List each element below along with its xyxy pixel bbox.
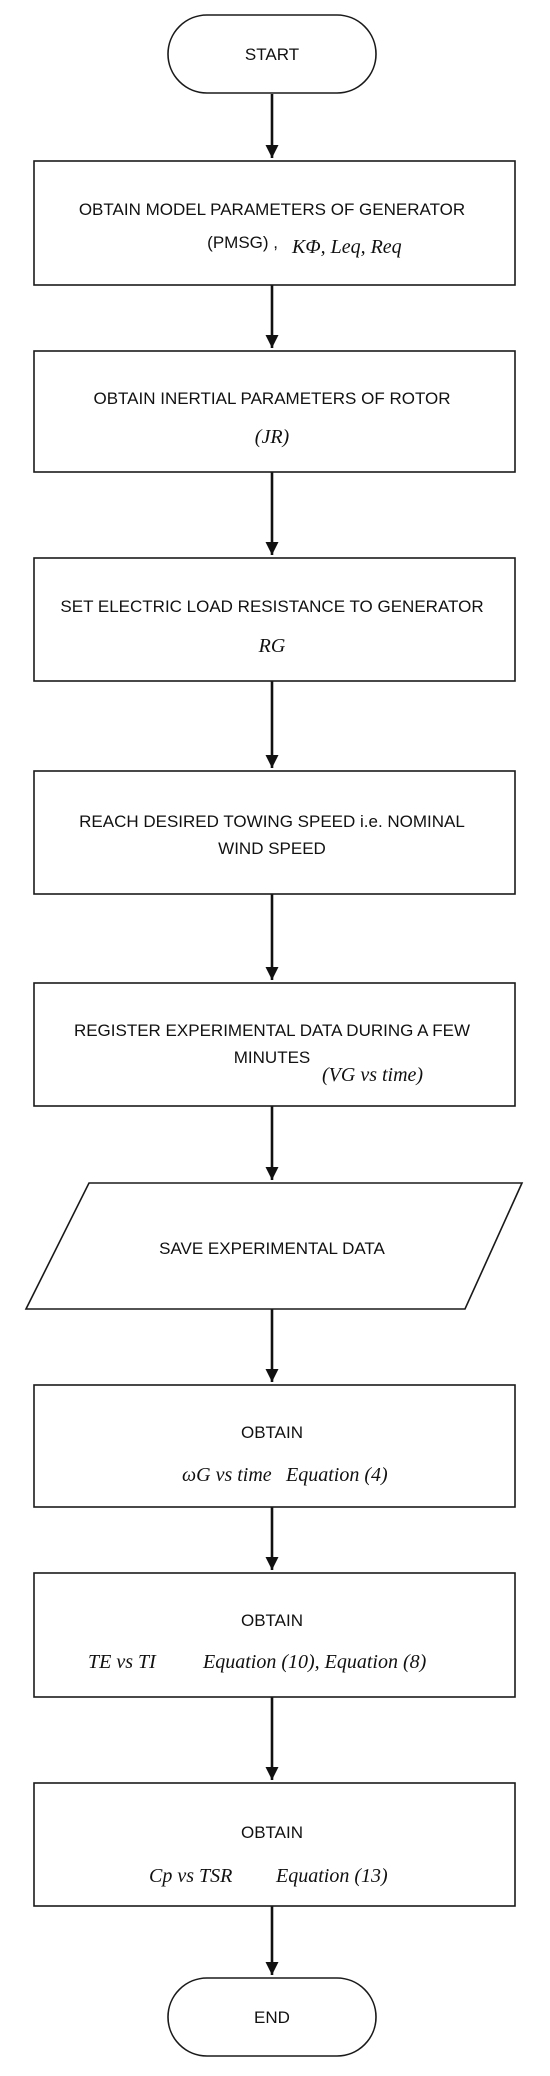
step3-box (33, 557, 516, 682)
step7-math: ωG vs time (182, 1464, 272, 1486)
step9-math: Cp vs TSR (149, 1865, 232, 1887)
step-register-experimental-data: REGISTER EXPERIMENTAL DATA DURING A FEW … (33, 982, 516, 1107)
step3-text-line1: SET ELECTRIC LOAD RESISTANCE TO GENERATO… (60, 597, 483, 616)
step-obtain-inertial-parameters: OBTAIN INERTIAL PARAMETERS OF ROTOR (JR) (33, 350, 516, 473)
step9-text-line1: OBTAIN (241, 1823, 303, 1842)
step4-text-line1: REACH DESIRED TOWING SPEED i.e. NOMINAL (79, 812, 465, 831)
step5-box (33, 982, 516, 1107)
step9-box (33, 1782, 516, 1907)
start-terminator: START (167, 14, 377, 94)
step1-text-line2: (PMSG) , (207, 233, 278, 252)
step-obtain-model-parameters: OBTAIN MODEL PARAMETERS OF GENERATOR (PM… (33, 160, 516, 286)
step5-text-line2: MINUTES (234, 1048, 311, 1067)
step6-text-line1: SAVE EXPERIMENTAL DATA (159, 1239, 385, 1258)
step5-text-line1: REGISTER EXPERIMENTAL DATA DURING A FEW (74, 1021, 470, 1040)
step1-math: KΦ, Leq, Req (291, 236, 402, 258)
step-obtain-cp-vs-tsr: OBTAIN Cp vs TSR Equation (13) (33, 1782, 516, 1907)
step2-math: (JR) (255, 426, 290, 448)
end-label: END (254, 2008, 290, 2027)
step7-text-line1: OBTAIN (241, 1423, 303, 1442)
step8-box (33, 1572, 516, 1698)
step3-math: RG (258, 635, 286, 657)
step4-box (33, 770, 516, 895)
step2-box (33, 350, 516, 473)
step1-text-line1: OBTAIN MODEL PARAMETERS OF GENERATOR (79, 200, 465, 219)
step2-text-line1: OBTAIN INERTIAL PARAMETERS OF ROTOR (93, 389, 450, 408)
step-save-experimental-data: SAVE EXPERIMENTAL DATA (24, 1182, 524, 1310)
step8-text-line1: OBTAIN (241, 1611, 303, 1630)
step5-math: (VG vs time) (322, 1064, 423, 1086)
step1-box (33, 160, 516, 286)
step4-text-line2: WIND SPEED (218, 839, 326, 858)
step7-box (33, 1384, 516, 1508)
step7-equation: Equation (4) (285, 1464, 388, 1486)
step6-data-shape (24, 1182, 524, 1310)
step9-equation: Equation (13) (275, 1865, 388, 1887)
start-shape (167, 14, 377, 94)
end-shape (167, 1977, 377, 2057)
step8-math: TE vs TI (88, 1651, 157, 1673)
step8-equation: Equation (10), Equation (8) (202, 1651, 427, 1673)
step-set-load-resistance: SET ELECTRIC LOAD RESISTANCE TO GENERATO… (33, 557, 516, 682)
start-label: START (245, 45, 299, 64)
end-terminator: END (167, 1977, 377, 2057)
step-obtain-omega-vs-time: OBTAIN ωG vs time Equation (4) (33, 1384, 516, 1508)
step-obtain-te-vs-ti: OBTAIN TE vs TI Equation (10), Equation … (33, 1572, 516, 1698)
step-reach-towing-speed: REACH DESIRED TOWING SPEED i.e. NOMINAL … (33, 770, 516, 895)
